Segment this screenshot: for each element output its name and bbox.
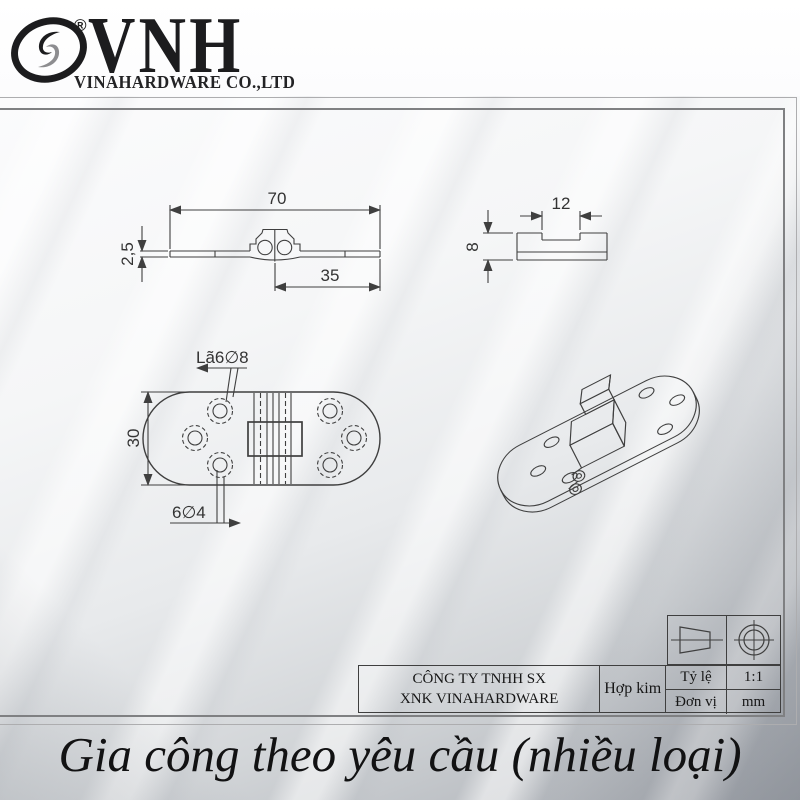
- end-view: 12 8: [463, 194, 608, 283]
- screw-holes: [181, 397, 368, 479]
- company-line2: XNK VINAHARDWARE: [399, 691, 559, 707]
- iso-barrels: [568, 467, 586, 495]
- brand-title: VNH: [88, 2, 244, 90]
- projection-symbol-box: [667, 615, 781, 665]
- sheet-frame-inner: [0, 108, 785, 717]
- scale-value: 1:1: [727, 666, 780, 690]
- registered-mark: ®: [74, 16, 87, 35]
- dim-knuckle-12: 12: [552, 194, 571, 213]
- note-holes: 6∅4: [172, 503, 206, 522]
- sheet-frame-outer: [0, 97, 797, 725]
- title-block-scale-unit: Tỷ lệ 1:1 Đơn vị mm: [666, 666, 780, 714]
- brand-company-name: VINAHARDWARE CO.,LTD: [74, 72, 296, 92]
- footer-slogan: Gia công theo yêu cầu (nhiều loại): [58, 727, 742, 782]
- vnh-logo-icon: [11, 17, 87, 83]
- front-view: 70 35 2,5: [118, 189, 381, 292]
- plan-view: 30 Lã6∅8 6∅4: [124, 348, 381, 528]
- iso-holes: [530, 387, 686, 484]
- isometric-view: [497, 374, 700, 513]
- title-block-company: CÔNG TY TNHH SX XNK VINAHARDWARE: [359, 666, 601, 712]
- company-line1: CÔNG TY TNHH SX: [412, 670, 546, 687]
- iso-knuckle-block: [569, 374, 627, 469]
- dim-plate-30: 30: [124, 429, 143, 448]
- title-block-material: Hợp kim: [600, 666, 666, 712]
- title-block: CÔNG TY TNHH SX XNK VINAHARDWARE Hợp kim…: [358, 665, 781, 714]
- header: ® VNH VINAHARDWARE CO.,LTD: [0, 0, 800, 96]
- dim-width-70: 70: [268, 189, 287, 208]
- unit-value: mm: [741, 693, 766, 710]
- logo-swoosh-dark: [38, 31, 60, 55]
- scale-label: Tỷ lệ: [666, 666, 727, 690]
- dim-thickness-2-5: 2,5: [118, 242, 137, 266]
- circle-projection-icon: [726, 616, 780, 664]
- cone-projection-icon: [668, 616, 726, 664]
- note-countersink: Lã6∅8: [196, 348, 249, 367]
- logo-swoosh-gray: [38, 44, 60, 68]
- unit-label: Đơn vị: [666, 690, 727, 714]
- dim-half-35: 35: [321, 266, 340, 285]
- dim-height-8: 8: [463, 242, 482, 251]
